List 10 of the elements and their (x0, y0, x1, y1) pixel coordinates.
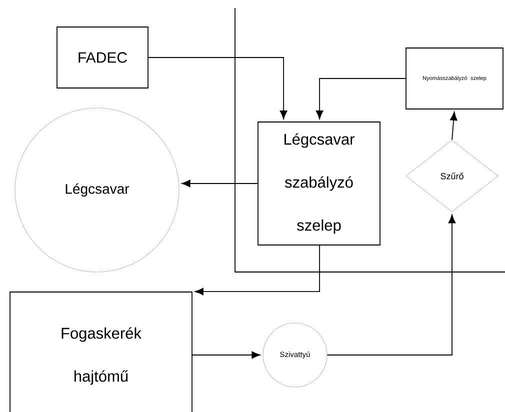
process-box: Légcsavar szabályzó szelep (258, 122, 380, 246)
arrow (450, 112, 458, 140)
arrow (194, 245, 320, 296)
arrow (148, 57, 288, 120)
process-box: Fogaskerék hajtómű (10, 292, 192, 412)
process-box: FADEC (56, 26, 148, 88)
arrow (192, 351, 260, 359)
arrow (316, 78, 406, 120)
arrow (326, 214, 456, 356)
arrow (182, 180, 258, 188)
